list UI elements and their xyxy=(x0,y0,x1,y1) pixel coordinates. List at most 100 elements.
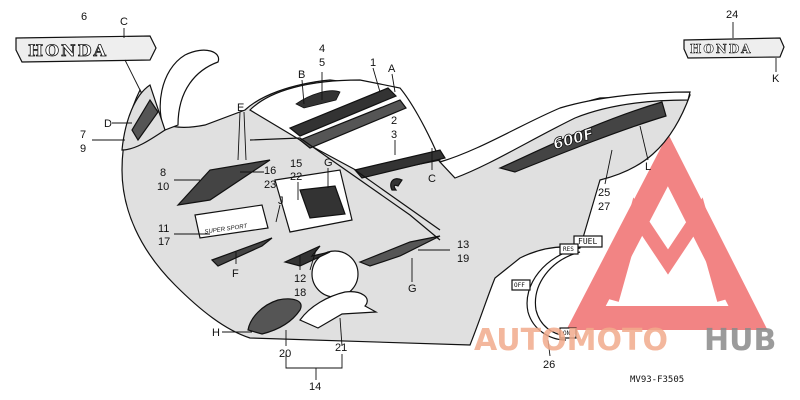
callout-26: 26 xyxy=(543,359,555,371)
leader-25 xyxy=(604,149,613,185)
leader-b xyxy=(301,79,305,105)
tank-hook-mark xyxy=(390,178,403,191)
side-panel-stripe xyxy=(353,149,446,179)
callout-23: 23 xyxy=(264,179,276,191)
nose-stripes xyxy=(131,98,159,142)
lower-side-stripe xyxy=(358,235,441,267)
callout-17: 17 xyxy=(158,236,170,248)
fuel-label: FUEL xyxy=(578,237,597,246)
seat-tail xyxy=(438,91,691,179)
middle-panel-stripe xyxy=(299,185,346,219)
wing-emblem-shape xyxy=(295,90,341,109)
res-tag-box xyxy=(559,243,579,255)
super-sport-panel xyxy=(194,204,269,239)
honda-emblem-right-frame xyxy=(683,37,785,59)
callout-c-mid: C xyxy=(428,173,436,185)
watermark-m-mark xyxy=(605,197,731,302)
honda-emblem-right: HONDA xyxy=(683,37,785,59)
on-label: ON xyxy=(563,330,571,337)
callout-16: 16 xyxy=(264,165,276,177)
callout-8: 8 xyxy=(160,167,166,179)
lower-graphic-f xyxy=(210,237,273,267)
off-label: OFF xyxy=(514,282,525,289)
fuel-gauge-arc xyxy=(526,247,581,341)
leader-lines xyxy=(92,22,777,380)
fuel-tag-box xyxy=(573,235,603,248)
fuel-gauge-decal xyxy=(511,235,603,341)
leader-1 xyxy=(372,67,381,93)
on-tag-box xyxy=(559,327,577,339)
watermark-logo xyxy=(566,133,768,330)
callout-14: 14 xyxy=(309,381,321,393)
callout-b: B xyxy=(298,69,305,81)
callout-a: A xyxy=(388,63,396,75)
tank-wing-emblem xyxy=(295,90,341,109)
lower-cowl-emblem-left xyxy=(247,298,302,335)
front-spike-decal xyxy=(283,245,331,267)
callout-g-lower: G xyxy=(408,283,417,295)
diagram-code: MV93-F3505 xyxy=(630,375,684,385)
callout-19: 19 xyxy=(457,253,469,265)
callout-6: 6 xyxy=(81,11,87,23)
watermark-text-automoto: AUTOMOTO xyxy=(474,323,668,358)
honda-emblem-left-text: HONDA xyxy=(28,41,108,60)
leader-a xyxy=(391,73,396,93)
callout-k: K xyxy=(772,73,780,85)
callout-21: 21 xyxy=(335,342,347,354)
callout-5: 5 xyxy=(319,57,325,69)
leader-26 xyxy=(547,339,551,357)
round-emblem xyxy=(311,250,359,298)
leader-12 xyxy=(299,249,317,271)
callout-22: 22 xyxy=(290,171,302,183)
callout-d: D xyxy=(104,118,112,130)
fairing-body xyxy=(121,49,691,346)
fairing-seam-2 xyxy=(354,169,441,231)
lower-cowl-emblem-right xyxy=(299,291,379,329)
callout-1: 1 xyxy=(370,57,376,69)
callout-9: 9 xyxy=(80,143,86,155)
callout-18: 18 xyxy=(294,287,306,299)
callout-l: L xyxy=(645,161,651,173)
callout-f: F xyxy=(232,268,239,280)
callout-12: 12 xyxy=(294,273,306,285)
tank-stripe-upper xyxy=(288,87,398,137)
leader-e xyxy=(237,111,247,161)
callout-c-top: C xyxy=(120,16,128,28)
callout-25: 25 xyxy=(598,187,610,199)
callout-labels: 6 C 4 5 B 1 A D 7 9 E 2 3 8 10 16 23 15 … xyxy=(80,9,780,393)
leader-6 xyxy=(124,59,141,91)
callout-4: 4 xyxy=(319,43,325,55)
fuel-gauge-arc-inner xyxy=(534,251,581,337)
leader-j xyxy=(275,204,281,223)
honda-emblem-right-text: HONDA xyxy=(690,42,752,56)
tank-stripe-lower xyxy=(298,99,407,149)
res-label: RES xyxy=(563,246,574,253)
callout-2: 2 xyxy=(391,115,397,127)
callout-20: 20 xyxy=(279,348,291,360)
callout-7: 7 xyxy=(80,129,86,141)
fairing-seam-1 xyxy=(249,137,441,241)
callout-j: J xyxy=(278,195,284,207)
callout-g-upper: G xyxy=(324,157,333,169)
honda-emblem-left: HONDA xyxy=(15,35,157,63)
leader-21 xyxy=(339,317,343,347)
callout-24: 24 xyxy=(726,9,738,21)
honda-emblem-left-frame xyxy=(15,35,157,63)
callout-10: 10 xyxy=(157,181,169,193)
tail-emblem-frame xyxy=(498,101,667,173)
windscreen xyxy=(159,49,220,131)
callout-11: 11 xyxy=(158,223,169,235)
callout-13: 13 xyxy=(457,239,469,251)
watermark-text-hub: HUB xyxy=(704,323,776,358)
callout-e: E xyxy=(237,102,244,114)
callout-h: H xyxy=(212,327,220,339)
leader-l xyxy=(639,125,649,161)
front-side-decal xyxy=(176,159,271,206)
leader-14 xyxy=(285,354,343,380)
callout-15: 15 xyxy=(290,158,302,170)
callout-27: 27 xyxy=(598,201,610,213)
off-tag-box xyxy=(511,279,531,291)
callout-3: 3 xyxy=(391,129,397,141)
